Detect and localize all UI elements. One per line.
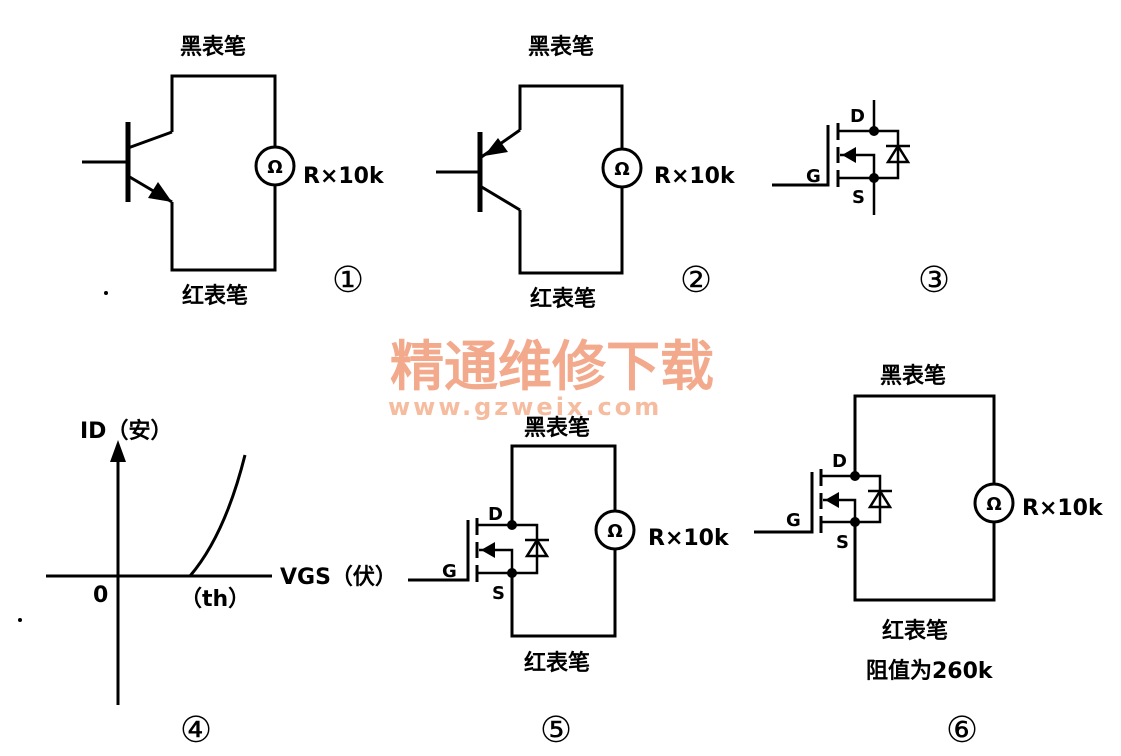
gate-label: G: [442, 561, 457, 582]
gate-lead: [408, 520, 470, 582]
origin-label: 0: [93, 583, 108, 608]
ohmmeter-icon: [594, 509, 636, 551]
junction-dot: [507, 520, 517, 530]
diagram-3: D G S ③: [772, 100, 950, 301]
range-label: R×10k: [648, 526, 730, 551]
junction-dot: [507, 568, 517, 578]
drain-label: D: [832, 451, 847, 472]
black-probe-label: 黑表笔: [180, 34, 246, 60]
drain-label: D: [488, 504, 503, 525]
substrate-lead: [479, 548, 514, 573]
gate-lead: [754, 472, 814, 534]
black-probe-label: 黑表笔: [528, 34, 594, 60]
substrate-lead: [840, 153, 876, 178]
result-label: 阻值为260k: [866, 658, 994, 684]
number-6: ⑥: [946, 710, 978, 751]
ohm-symbol: Ω: [267, 157, 282, 178]
range-label: R×10k: [654, 164, 736, 189]
speck: [18, 618, 22, 622]
ohmmeter-icon: [973, 482, 1015, 524]
number-5: ⑤: [540, 710, 572, 751]
junction-dot: [850, 517, 860, 527]
black-probe-label: 黑表笔: [524, 415, 590, 441]
gate-label: G: [786, 510, 801, 531]
threshold-label: （th）: [180, 587, 250, 612]
emitter-arrow: [484, 138, 508, 156]
drain-label: D: [850, 106, 865, 127]
emitter-arrow: [148, 182, 172, 202]
diagram-2: 黑表笔 Ω R×10k 红表笔 ②: [436, 34, 736, 312]
diode-icon: [867, 488, 893, 509]
diode-loop: [855, 474, 882, 524]
id-curve: [188, 454, 247, 577]
junction-dot: [869, 173, 879, 183]
red-probe-label: 红表笔: [882, 618, 948, 644]
collector-lead: [127, 130, 173, 150]
diode-loop: [512, 523, 539, 575]
number-2: ②: [680, 260, 712, 301]
diagram-4: ID（安） VGS（伏） 0 （th） ④: [46, 418, 397, 751]
substrate-arrow: [481, 542, 495, 558]
watermark-title: 精通维修下载: [390, 335, 714, 398]
diagram-1: 黑表笔 Ω R×10k 红表笔 ①: [82, 34, 385, 309]
ohmmeter-icon: [254, 145, 296, 187]
diagram-6: 黑表笔 D G S Ω R×10k 红表笔 阻值为260k ⑥: [754, 363, 1104, 751]
substrate-arrow: [825, 492, 839, 508]
diode-icon: [524, 537, 550, 558]
y-axis-arrow: [110, 440, 126, 462]
diode-icon: [885, 143, 911, 164]
ohm-symbol: Ω: [614, 159, 629, 180]
number-3: ③: [918, 260, 950, 301]
graph-y-label: ID（安）: [80, 418, 172, 444]
number-4: ④: [180, 710, 212, 751]
junction-dot: [869, 126, 879, 136]
number-1: ①: [332, 260, 364, 301]
junction-dot: [850, 471, 860, 481]
diode-loop: [874, 129, 900, 180]
gate-label: G: [806, 166, 821, 187]
range-label: R×10k: [1022, 496, 1104, 521]
source-label: S: [836, 532, 849, 553]
source-label: S: [852, 187, 865, 208]
diagram-5: 黑表笔 D G S Ω R×10k 红表笔 ⑤: [408, 415, 730, 751]
speck: [104, 291, 108, 295]
source-label: S: [492, 583, 505, 604]
graph-x-label: VGS（伏）: [280, 564, 397, 590]
ohmmeter-icon: [601, 147, 643, 189]
ohm-symbol: Ω: [607, 521, 622, 542]
substrate-arrow: [842, 147, 856, 163]
collector-lead: [479, 184, 521, 212]
red-probe-label: 红表笔: [182, 283, 248, 309]
range-label: R×10k: [303, 164, 385, 189]
black-probe-label: 黑表笔: [880, 363, 946, 389]
red-probe-label: 红表笔: [530, 286, 596, 312]
watermark-url: www.gzweix.com: [388, 393, 662, 421]
ohm-symbol: Ω: [986, 494, 1001, 515]
red-probe-label: 红表笔: [524, 650, 590, 676]
gate-lead: [772, 125, 830, 187]
watermark: 精通维修下载 www.gzweix.com: [388, 335, 714, 421]
